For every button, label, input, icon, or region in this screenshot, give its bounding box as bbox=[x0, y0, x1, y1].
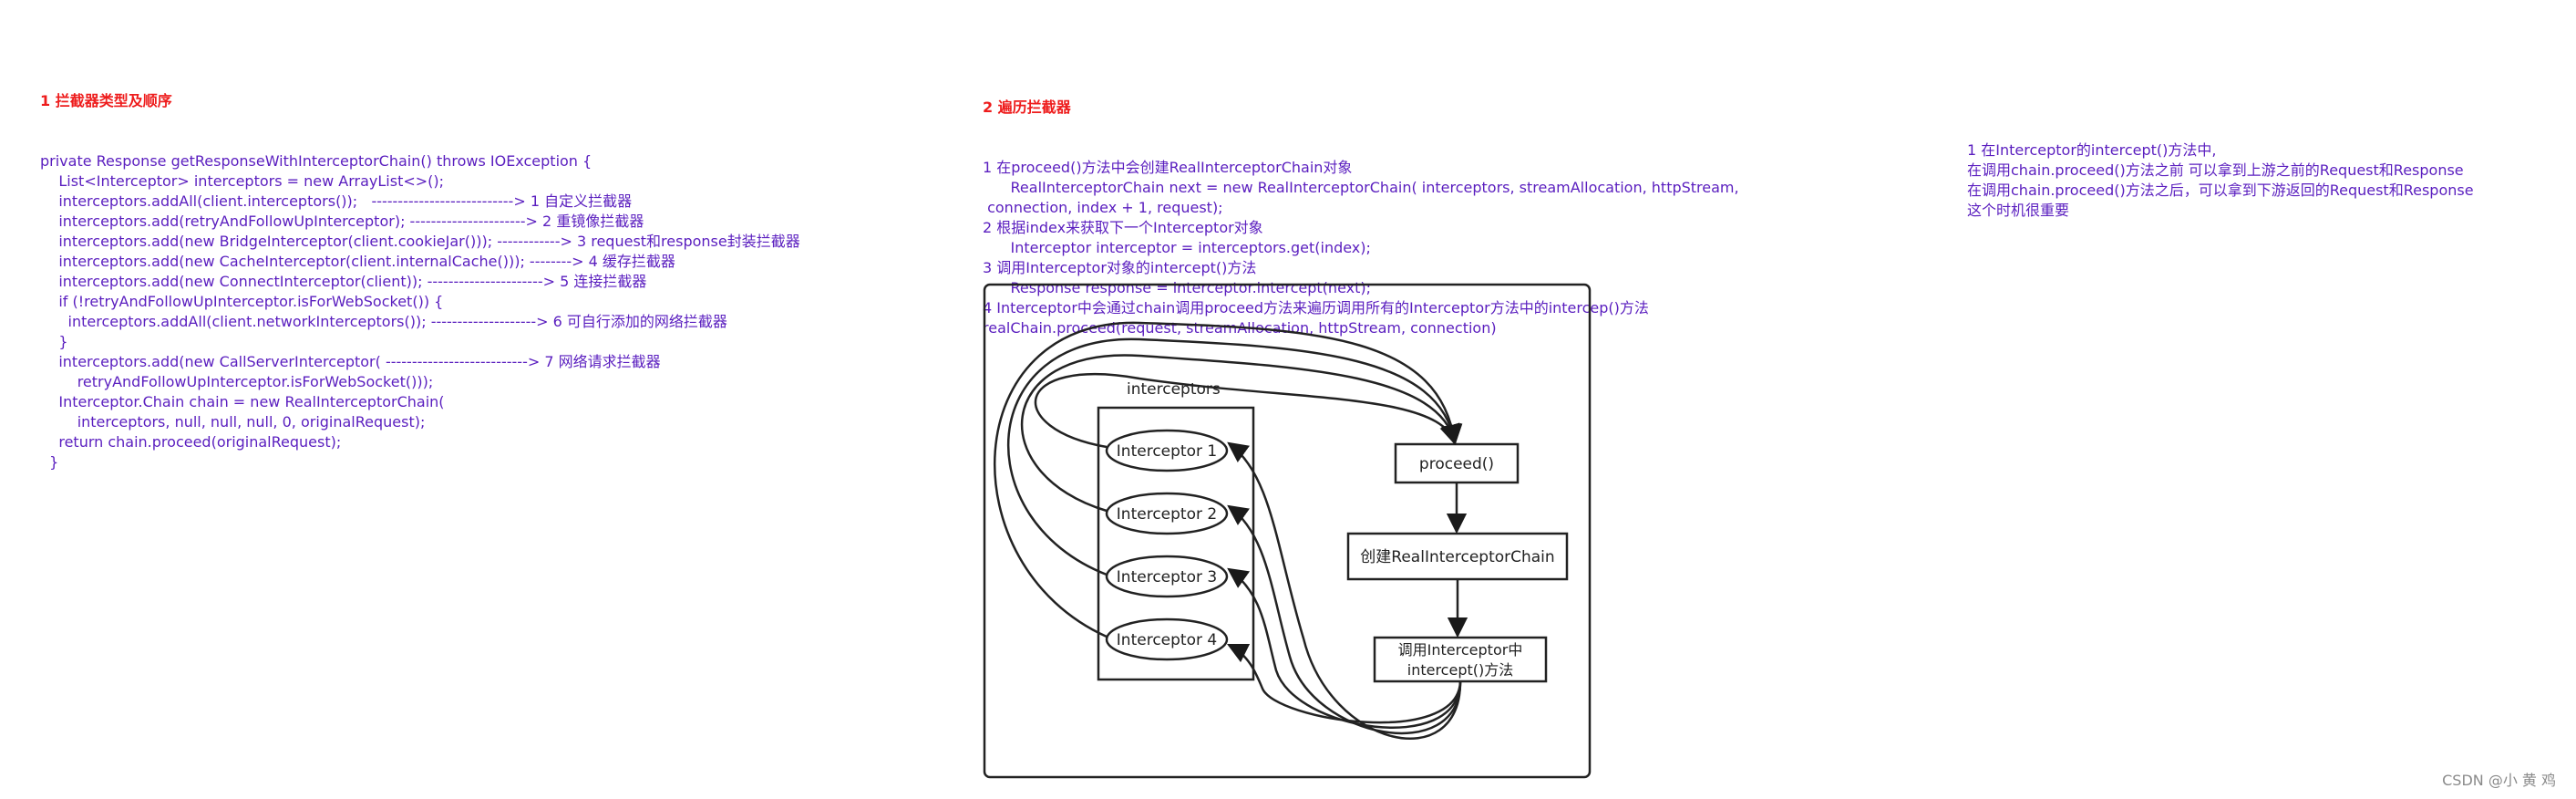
watermark: CSDN @小 黄 鸡 bbox=[2442, 772, 2556, 789]
traverse-note-line-2: RealInterceptorChain next = new RealInte… bbox=[983, 179, 1739, 196]
code-line-12: retryAndFollowUpInterceptor.isForWebSock… bbox=[40, 373, 434, 390]
traverse-note-line-4: 2 根据index来获取下一个Interceptor对象 bbox=[983, 219, 1263, 236]
arrow-interceptor1-to-proceed bbox=[1034, 373, 1460, 449]
code-line-6: interceptors.add(new CacheInterceptor(cl… bbox=[40, 253, 675, 270]
timing-note-line-3: 在调用chain.proceed()方法之后，可以拿到下游返回的Request和… bbox=[1967, 182, 2474, 199]
arrow-interceptor2-to-proceed bbox=[1020, 354, 1461, 513]
section-title-traverse: 2 遍历拦截器 bbox=[983, 99, 1071, 116]
code-line-5: interceptors.add(new BridgeInterceptor(c… bbox=[40, 233, 800, 250]
code-lines: private Response getResponseWithIntercep… bbox=[40, 151, 800, 472]
section-title-interceptor-order: 1 拦截器类型及顺序 bbox=[40, 92, 172, 109]
traverse-note-line-1: 1 在proceed()方法中会创建RealInterceptorChain对象 bbox=[983, 159, 1353, 176]
code-line-14: interceptors, null, null, null, 0, origi… bbox=[40, 413, 426, 431]
arrow-call-to-interceptor2 bbox=[1227, 504, 1462, 735]
traverse-note-line-5: Interceptor interceptor = interceptors.g… bbox=[983, 239, 1371, 256]
code-line-7: interceptors.add(new ConnectInterceptor(… bbox=[40, 273, 647, 290]
code-line-13: Interceptor.Chain chain = new RealInterc… bbox=[40, 393, 445, 410]
arrow-interceptor3-to-proceed bbox=[1006, 337, 1462, 576]
call-intercept-label-line1: 调用Interceptor中 bbox=[1398, 641, 1523, 659]
traverse-note-line-3: connection, index + 1, request); bbox=[983, 199, 1223, 216]
interceptor-label-4: Interceptor 4 bbox=[1117, 631, 1217, 649]
traverse-note-line-6: 3 调用Interceptor对象的intercept()方法 bbox=[983, 259, 1257, 276]
arrow-interceptor4-to-proceed bbox=[994, 321, 1463, 638]
code-line-11: interceptors.add(new CallServerIntercept… bbox=[40, 353, 661, 370]
arrow-call-to-interceptor3 bbox=[1227, 567, 1462, 730]
interceptor-item-1: Interceptor 1 bbox=[1105, 429, 1229, 472]
create-chain-node: 创建RealInterceptorChain bbox=[1346, 532, 1569, 581]
proceed-node: proceed() bbox=[1394, 442, 1520, 484]
interceptor-item-4: Interceptor 4 bbox=[1105, 617, 1229, 661]
code-line-9: interceptors.addAll(client.networkInterc… bbox=[40, 313, 727, 330]
arrow-call-to-interceptor4 bbox=[1226, 643, 1462, 724]
arrow-call-to-interceptor1 bbox=[1227, 441, 1462, 740]
interceptor-label-2: Interceptor 2 bbox=[1117, 505, 1217, 524]
notes-intercept-timing: 1 在Interceptor的intercept()方法中, 在调用chain.p… bbox=[1967, 100, 2474, 241]
timing-note-line-2: 在调用chain.proceed()方法之前 可以拿到上游之前的Request和… bbox=[1967, 161, 2464, 179]
code-line-10: } bbox=[40, 333, 68, 350]
create-chain-label: 创建RealInterceptorChain bbox=[1360, 548, 1554, 566]
code-line-16: } bbox=[40, 453, 59, 471]
code-line-8: if (!retryAndFollowUpInterceptor.isForWe… bbox=[40, 293, 444, 310]
code-line-15: return chain.proceed(originalRequest); bbox=[40, 433, 342, 451]
timing-note-line-4: 这个时机很重要 bbox=[1967, 202, 2070, 219]
interceptors-list-box bbox=[1097, 406, 1255, 681]
diagram-frame bbox=[983, 283, 1592, 779]
code-line-1: private Response getResponseWithIntercep… bbox=[40, 152, 592, 170]
code-block-interceptor-order: 1 拦截器类型及顺序 private Response getResponseW… bbox=[40, 51, 800, 493]
code-line-2: List<Interceptor> interceptors = new Arr… bbox=[40, 172, 445, 190]
timing-note-line-1: 1 在Interceptor的intercept()方法中, bbox=[1967, 141, 2217, 159]
interceptor-item-2: Interceptor 2 bbox=[1105, 492, 1229, 535]
proceed-label: proceed() bbox=[1419, 455, 1494, 473]
call-intercept-label-line2: intercept()方法 bbox=[1407, 661, 1514, 679]
code-line-3: interceptors.addAll(client.interceptors(… bbox=[40, 192, 633, 210]
traverse-note-line-9: realChain.proceed(request, streamAllocat… bbox=[983, 319, 1497, 337]
code-line-4: interceptors.add(retryAndFollowUpInterce… bbox=[40, 213, 644, 230]
interceptor-label-1: Interceptor 1 bbox=[1117, 442, 1217, 461]
interceptor-item-3: Interceptor 3 bbox=[1105, 555, 1229, 598]
call-intercept-node: 调用Interceptor中 intercept()方法 bbox=[1373, 636, 1548, 683]
interceptor-label-3: Interceptor 3 bbox=[1117, 568, 1217, 586]
traverse-note-line-8: 4 Interceptor中会通过chain调用proceed方法来遍历调用所有… bbox=[983, 299, 1649, 316]
timing-notes-lines: 1 在Interceptor的intercept()方法中, 在调用chain.p… bbox=[1967, 140, 2474, 221]
